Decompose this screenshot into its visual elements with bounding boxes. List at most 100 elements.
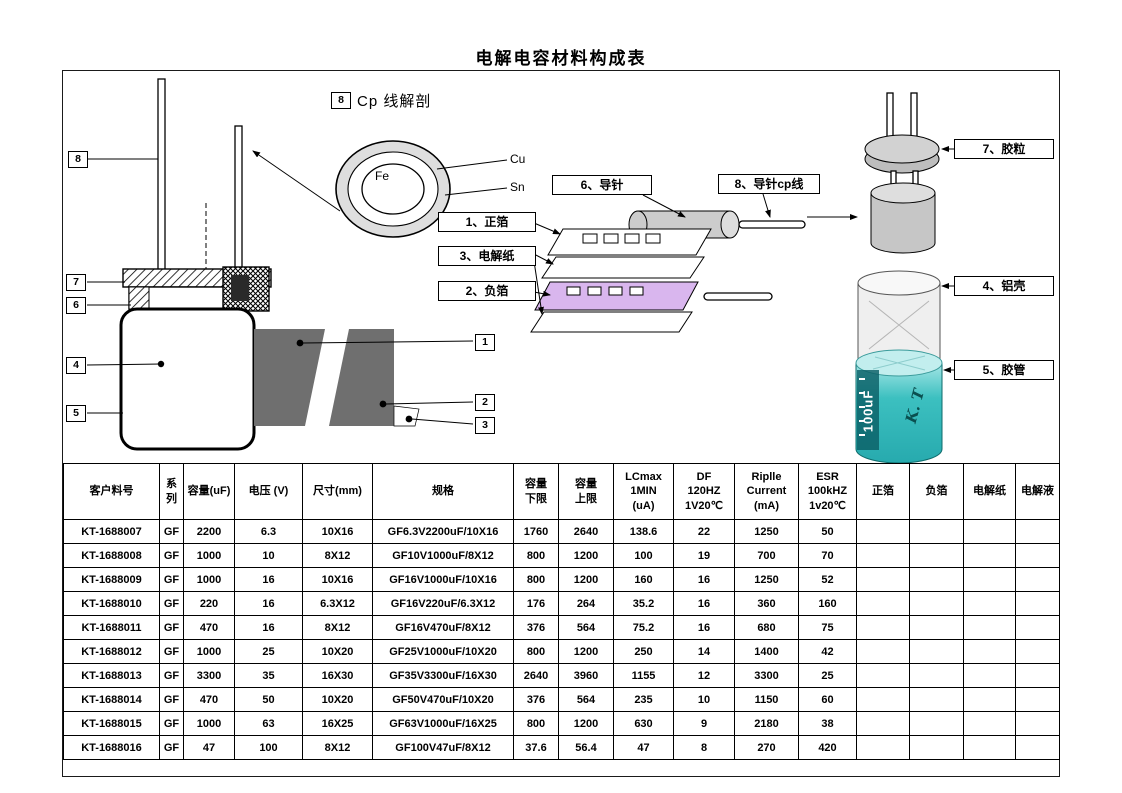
paper-sheet-bottom [530, 311, 693, 333]
callout-positive-foil: 1、正箔 [438, 212, 536, 232]
column-header: DF 120HZ 1V20℃ [673, 463, 735, 520]
table-cell: 360 [734, 591, 799, 616]
table-cell: GF6.3V2200uF/10X16 [372, 519, 514, 544]
table-cell: 19 [673, 543, 735, 568]
table-cell: KT-1688016 [63, 735, 160, 760]
table-cell: 25 [798, 663, 857, 688]
table-cell: 630 [613, 711, 674, 736]
table-cell: 1155 [613, 663, 674, 688]
table-cell: 3300 [734, 663, 799, 688]
table-cell: 800 [513, 567, 559, 592]
table-cell: KT-1688009 [63, 567, 160, 592]
table-cell: GF16V1000uF/10X16 [372, 567, 514, 592]
marker-6: 6 [66, 297, 86, 314]
table-cell [963, 519, 1016, 544]
table-cell [1015, 687, 1060, 712]
table-cell: 100 [613, 543, 674, 568]
table-cell [856, 663, 910, 688]
table-cell: 10X20 [302, 639, 373, 664]
table-cell: 16 [234, 567, 303, 592]
table-cell: 35.2 [613, 591, 674, 616]
column-header: 系 列 [159, 463, 184, 520]
table-cell [963, 687, 1016, 712]
table-cell: GF [159, 543, 184, 568]
table-cell: 14 [673, 639, 735, 664]
table-cell: 680 [734, 615, 799, 640]
table-cell: GF16V220uF/6.3X12 [372, 591, 514, 616]
capacitor-element [870, 193, 936, 254]
table-cell: GF16V470uF/8X12 [372, 615, 514, 640]
paper-sheet-top [541, 256, 705, 279]
table-cell: 470 [183, 615, 235, 640]
table-cell: 8X12 [302, 615, 373, 640]
table-cell: GF50V470uF/10X20 [372, 687, 514, 712]
table-cell: 8 [673, 735, 735, 760]
capacitor-body [119, 307, 256, 451]
table-cell: 160 [798, 591, 857, 616]
table-cell: 52 [798, 567, 857, 592]
table-cell: KT-1688008 [63, 543, 160, 568]
table-cell [963, 591, 1016, 616]
table-cell [856, 615, 910, 640]
table-cell: 1000 [183, 543, 235, 568]
table-cell: 1200 [558, 543, 614, 568]
table-cell [856, 543, 910, 568]
table-cell: 16 [234, 591, 303, 616]
table-cell: 60 [798, 687, 857, 712]
callout-negative-foil: 2、负箔 [438, 281, 536, 301]
table-cell: 800 [513, 639, 559, 664]
table-cell: 16 [673, 591, 735, 616]
table-cell [856, 567, 910, 592]
bottom-lead [703, 292, 773, 301]
table-cell: 75.2 [613, 615, 674, 640]
table-cell: 25 [234, 639, 303, 664]
table-cell: 220 [183, 591, 235, 616]
table-cell: 8X12 [302, 735, 373, 760]
unrolled-winding [530, 193, 858, 333]
table-cell: 47 [183, 735, 235, 760]
capacitor-cross-section [86, 78, 272, 451]
table-cell: 16 [234, 615, 303, 640]
table-cell [909, 663, 964, 688]
column-header: LCmax 1MIN (uA) [613, 463, 674, 520]
table-cell: 10X20 [302, 687, 373, 712]
table-cell [856, 591, 910, 616]
table-cell [1015, 639, 1060, 664]
winding-block [254, 329, 474, 427]
table-cell: 564 [558, 615, 614, 640]
table-cell: 10 [234, 543, 303, 568]
lead-wire-right [234, 125, 243, 286]
table-cell: 470 [183, 687, 235, 712]
table-cell [856, 639, 910, 664]
table-cell [909, 567, 964, 592]
table-cell [909, 687, 964, 712]
table-cell: 160 [613, 567, 674, 592]
table-cell: GF [159, 663, 184, 688]
table-cell: 6.3 [234, 519, 303, 544]
marker-8-left: 8 [68, 151, 88, 168]
table-cell: 42 [798, 639, 857, 664]
table-cell: GF [159, 711, 184, 736]
table-cell [856, 687, 910, 712]
table-cell: KT-1688011 [63, 615, 160, 640]
table-cell: 16X30 [302, 663, 373, 688]
column-header: 客户料号 [63, 463, 160, 520]
table-cell [1015, 615, 1060, 640]
table-cell [963, 711, 1016, 736]
table-cell: 1000 [183, 567, 235, 592]
table-cell: 38 [798, 711, 857, 736]
column-header: 电压 (V) [234, 463, 303, 520]
table-cell [909, 735, 964, 760]
page-title: 电解电容材料构成表 [475, 49, 647, 68]
table-cell: 8X12 [302, 543, 373, 568]
table-cell [963, 615, 1016, 640]
table-cell: 2640 [513, 663, 559, 688]
table-cell [1015, 567, 1060, 592]
